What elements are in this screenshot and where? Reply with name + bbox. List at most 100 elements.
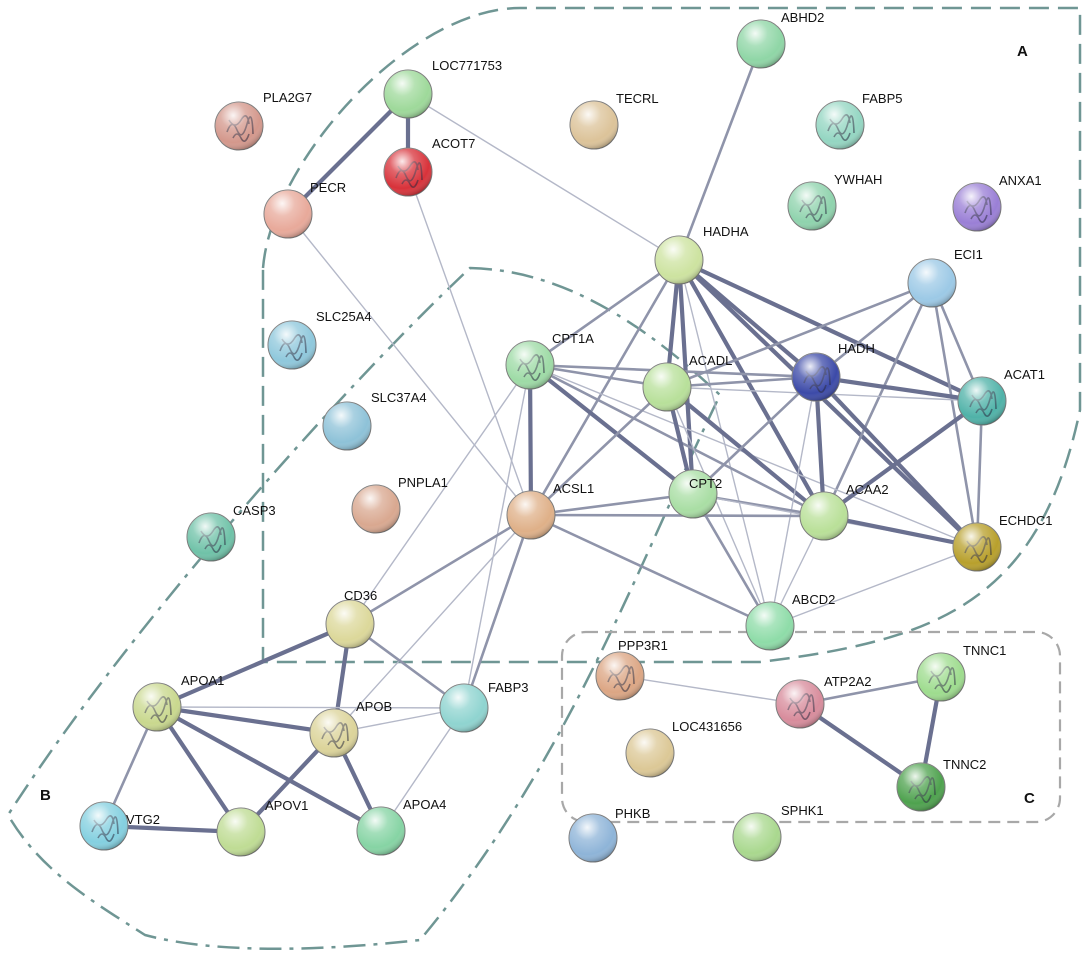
node-echdc1[interactable]: ECHDC1 — [952, 513, 1052, 572]
node-fabp5-gloss — [816, 101, 864, 149]
node-acaa2-label: ACAA2 — [846, 482, 889, 497]
node-tnnc2[interactable]: TNNC2 — [896, 757, 986, 812]
node-anxa1[interactable]: ANXA1 — [952, 173, 1042, 232]
node-slc25a4-label: SLC25A4 — [316, 309, 372, 324]
edge-cpt1a-cd36 — [349, 364, 531, 625]
node-acot7-gloss — [384, 148, 432, 196]
node-cd36-gloss — [326, 600, 374, 648]
node-pnpla1[interactable]: PNPLA1 — [351, 475, 448, 534]
node-fabp5[interactable]: FABP5 — [815, 91, 902, 150]
node-apoa1[interactable]: APOA1 — [132, 673, 224, 732]
node-cpt1a-gloss — [506, 341, 554, 389]
node-tecrl[interactable]: TECRL — [569, 91, 659, 150]
node-hadha-label: HADHA — [703, 224, 749, 239]
edge-acadl-abcd2 — [666, 386, 771, 627]
node-anxa1-label: ANXA1 — [999, 173, 1042, 188]
node-hadh[interactable]: HADH — [791, 341, 875, 402]
node-tnnc1-gloss — [917, 653, 965, 701]
node-ppp3r1[interactable]: PPP3R1 — [595, 638, 668, 701]
edge-acsl1-abcd2 — [529, 513, 772, 628]
edge-acsl1-fabp3 — [462, 513, 533, 710]
node-casp3-label: CASP3 — [233, 503, 276, 518]
cluster-regions: A B C — [6, 6, 1082, 950]
edge-echdc1-abcd2 — [769, 546, 978, 627]
node-pla2g7[interactable]: PLA2G7 — [214, 90, 312, 151]
node-acadl[interactable]: ACADL — [642, 353, 732, 412]
node-acsl1[interactable]: ACSL1 — [506, 481, 594, 540]
node-slc25a4[interactable]: SLC25A4 — [267, 309, 372, 370]
node-fabp3[interactable]: FABP3 — [439, 680, 528, 733]
node-apob[interactable]: APOB — [309, 699, 392, 758]
cluster-b-label: B — [40, 787, 51, 804]
node-cpt2[interactable]: CPT2 — [668, 469, 722, 519]
edge-hadh-cpt2 — [691, 375, 818, 496]
node-ywhah-gloss — [788, 182, 836, 230]
node-fabp3-label: FABP3 — [488, 680, 528, 695]
node-acsl1-gloss — [507, 491, 555, 539]
node-atp2a2[interactable]: ATP2A2 — [775, 674, 871, 729]
node-fabp3-gloss — [440, 684, 488, 732]
node-cpt1a-label: CPT1A — [552, 331, 594, 346]
node-slc37a4[interactable]: SLC37A4 — [322, 390, 427, 451]
node-acsl1-label: ACSL1 — [553, 481, 594, 496]
node-acat1[interactable]: ACAT1 — [957, 367, 1045, 426]
node-apoa4[interactable]: APOA4 — [356, 797, 446, 856]
node-pnpla1-gloss — [352, 485, 400, 533]
node-slc37a4-gloss — [323, 402, 371, 450]
node-apob-gloss — [310, 709, 358, 757]
node-loc771753[interactable]: LOC771753 — [383, 58, 502, 119]
edge-cpt1a-acaa2 — [528, 363, 826, 518]
edge-acadl-hadh — [665, 375, 818, 389]
node-loc431656[interactable]: LOC431656 — [625, 719, 742, 778]
edge-apoa1-fabp3 — [156, 706, 465, 709]
edge-hadha-echdc1 — [676, 257, 980, 550]
edge-eci1-acaa2 — [822, 281, 934, 518]
node-acadl-gloss — [643, 363, 691, 411]
cluster-region-a-outline — [261, 6, 1082, 664]
edge-loc771753-pecr — [285, 91, 411, 217]
node-sphk1[interactable]: SPHK1 — [732, 803, 824, 862]
edge-pecr-acsl1 — [287, 213, 532, 516]
node-vtg2-gloss — [80, 802, 128, 850]
node-pecr[interactable]: PECR — [263, 180, 346, 239]
edge-acsl1-apob — [333, 514, 532, 734]
node-phkb[interactable]: PHKB — [568, 806, 650, 863]
node-acat1-gloss — [958, 377, 1006, 425]
edge-abhd2-hadha — [677, 42, 763, 262]
node-abcd2[interactable]: ABCD2 — [745, 592, 835, 651]
node-acot7[interactable]: ACOT7 — [383, 136, 475, 197]
edge-eci1-acadl — [665, 281, 934, 389]
node-atp2a2-gloss — [776, 680, 824, 728]
node-cd36[interactable]: CD36 — [325, 588, 377, 649]
node-cpt1a[interactable]: CPT1A — [505, 331, 594, 390]
edge-apoa1-apov1 — [154, 704, 244, 835]
node-slc25a4-gloss — [268, 321, 316, 369]
node-acat1-label: ACAT1 — [1004, 367, 1045, 382]
cluster-region-c-outline — [560, 630, 1062, 824]
node-acaa2[interactable]: ACAA2 — [799, 482, 889, 541]
node-ywhah[interactable]: YWHAH — [787, 172, 882, 231]
node-abhd2-label: ABHD2 — [781, 10, 824, 25]
node-eci1[interactable]: ECI1 — [907, 247, 983, 308]
edge-acot7-acsl1 — [407, 171, 532, 516]
node-abcd2-gloss — [746, 602, 794, 650]
node-hadha[interactable]: HADHA — [654, 224, 749, 285]
node-abhd2-gloss — [737, 20, 785, 68]
node-fabp5-label: FABP5 — [862, 91, 902, 106]
node-vtg2-label: VTG2 — [126, 812, 160, 827]
edge-eci1-hadh — [814, 281, 934, 379]
node-casp3[interactable]: CASP3 — [186, 503, 276, 562]
node-tnnc2-label: TNNC2 — [943, 757, 986, 772]
node-ppp3r1-label: PPP3R1 — [618, 638, 668, 653]
node-apov1[interactable]: APOV1 — [216, 798, 308, 857]
edge-apoa1-apob — [154, 704, 337, 736]
edge-acsl1-cpt2 — [529, 492, 695, 517]
node-abhd2[interactable]: ABHD2 — [736, 10, 824, 69]
node-apoa4-label: APOA4 — [403, 797, 446, 812]
node-apoa1-gloss — [133, 683, 181, 731]
edge-acat1-acaa2 — [821, 398, 985, 519]
node-vtg2[interactable]: VTG2 — [79, 801, 160, 851]
node-apoa4-gloss — [357, 807, 405, 855]
node-tnnc1[interactable]: TNNC1 — [916, 643, 1006, 702]
